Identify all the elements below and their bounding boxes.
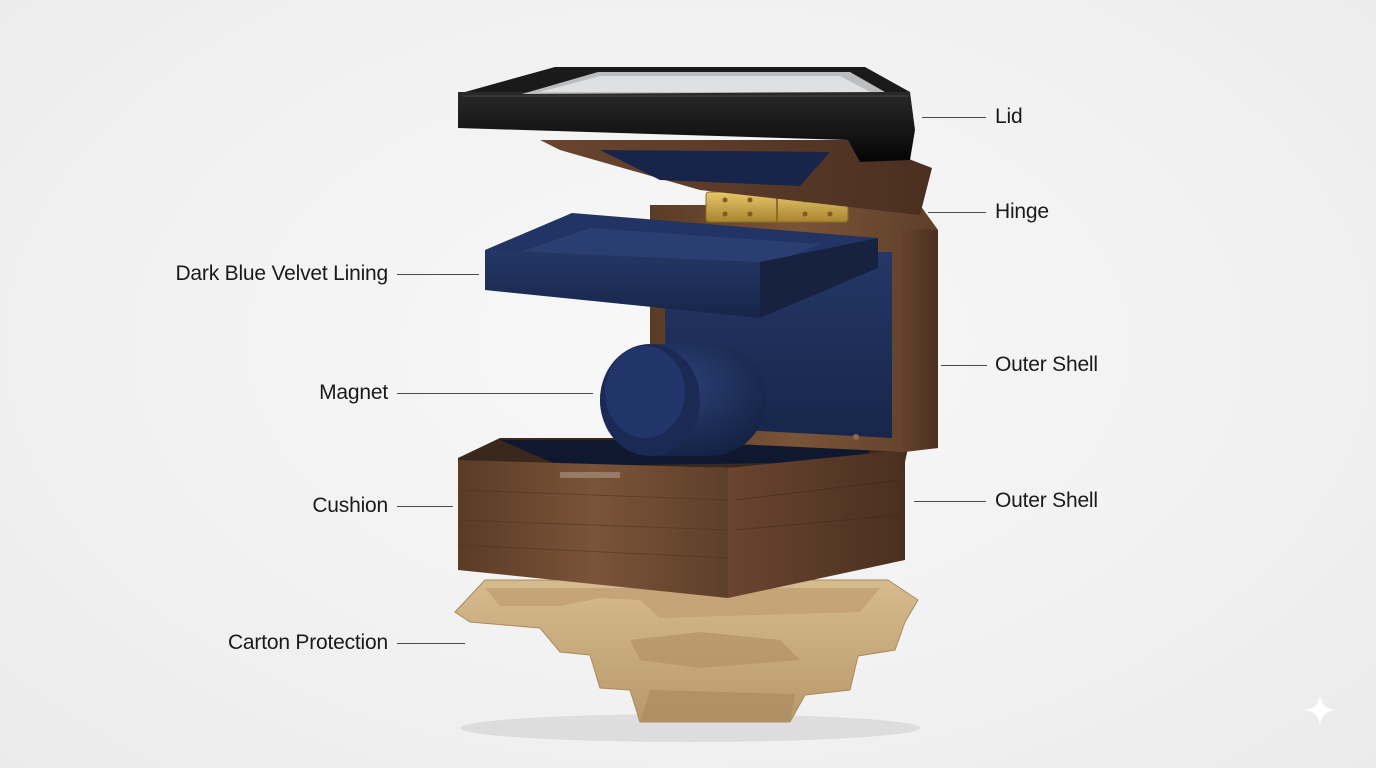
label-lid: Lid [995,105,1022,129]
leader-carton-protection [397,643,465,644]
leader-outer-shell-lower [914,501,986,502]
label-magnet: Magnet [220,381,388,405]
leader-magnet [397,393,593,394]
label-outer-shell-upper: Outer Shell [995,353,1098,377]
leader-lid [922,117,986,118]
label-cushion: Cushion [220,494,388,518]
leader-velvet-lining [397,274,479,275]
label-velvet-lining: Dark Blue Velvet Lining [120,262,388,286]
sparkle-icon [1300,690,1340,730]
cushion-pillow [600,344,766,456]
label-outer-shell-lower: Outer Shell [995,489,1098,513]
leader-cushion [397,506,453,507]
label-hinge: Hinge [995,200,1049,224]
leader-outer-shell-upper [941,365,987,366]
carton-tray [455,580,918,722]
label-carton-protection: Carton Protection [160,631,388,655]
base-box [458,438,910,598]
leader-hinge [928,212,986,213]
